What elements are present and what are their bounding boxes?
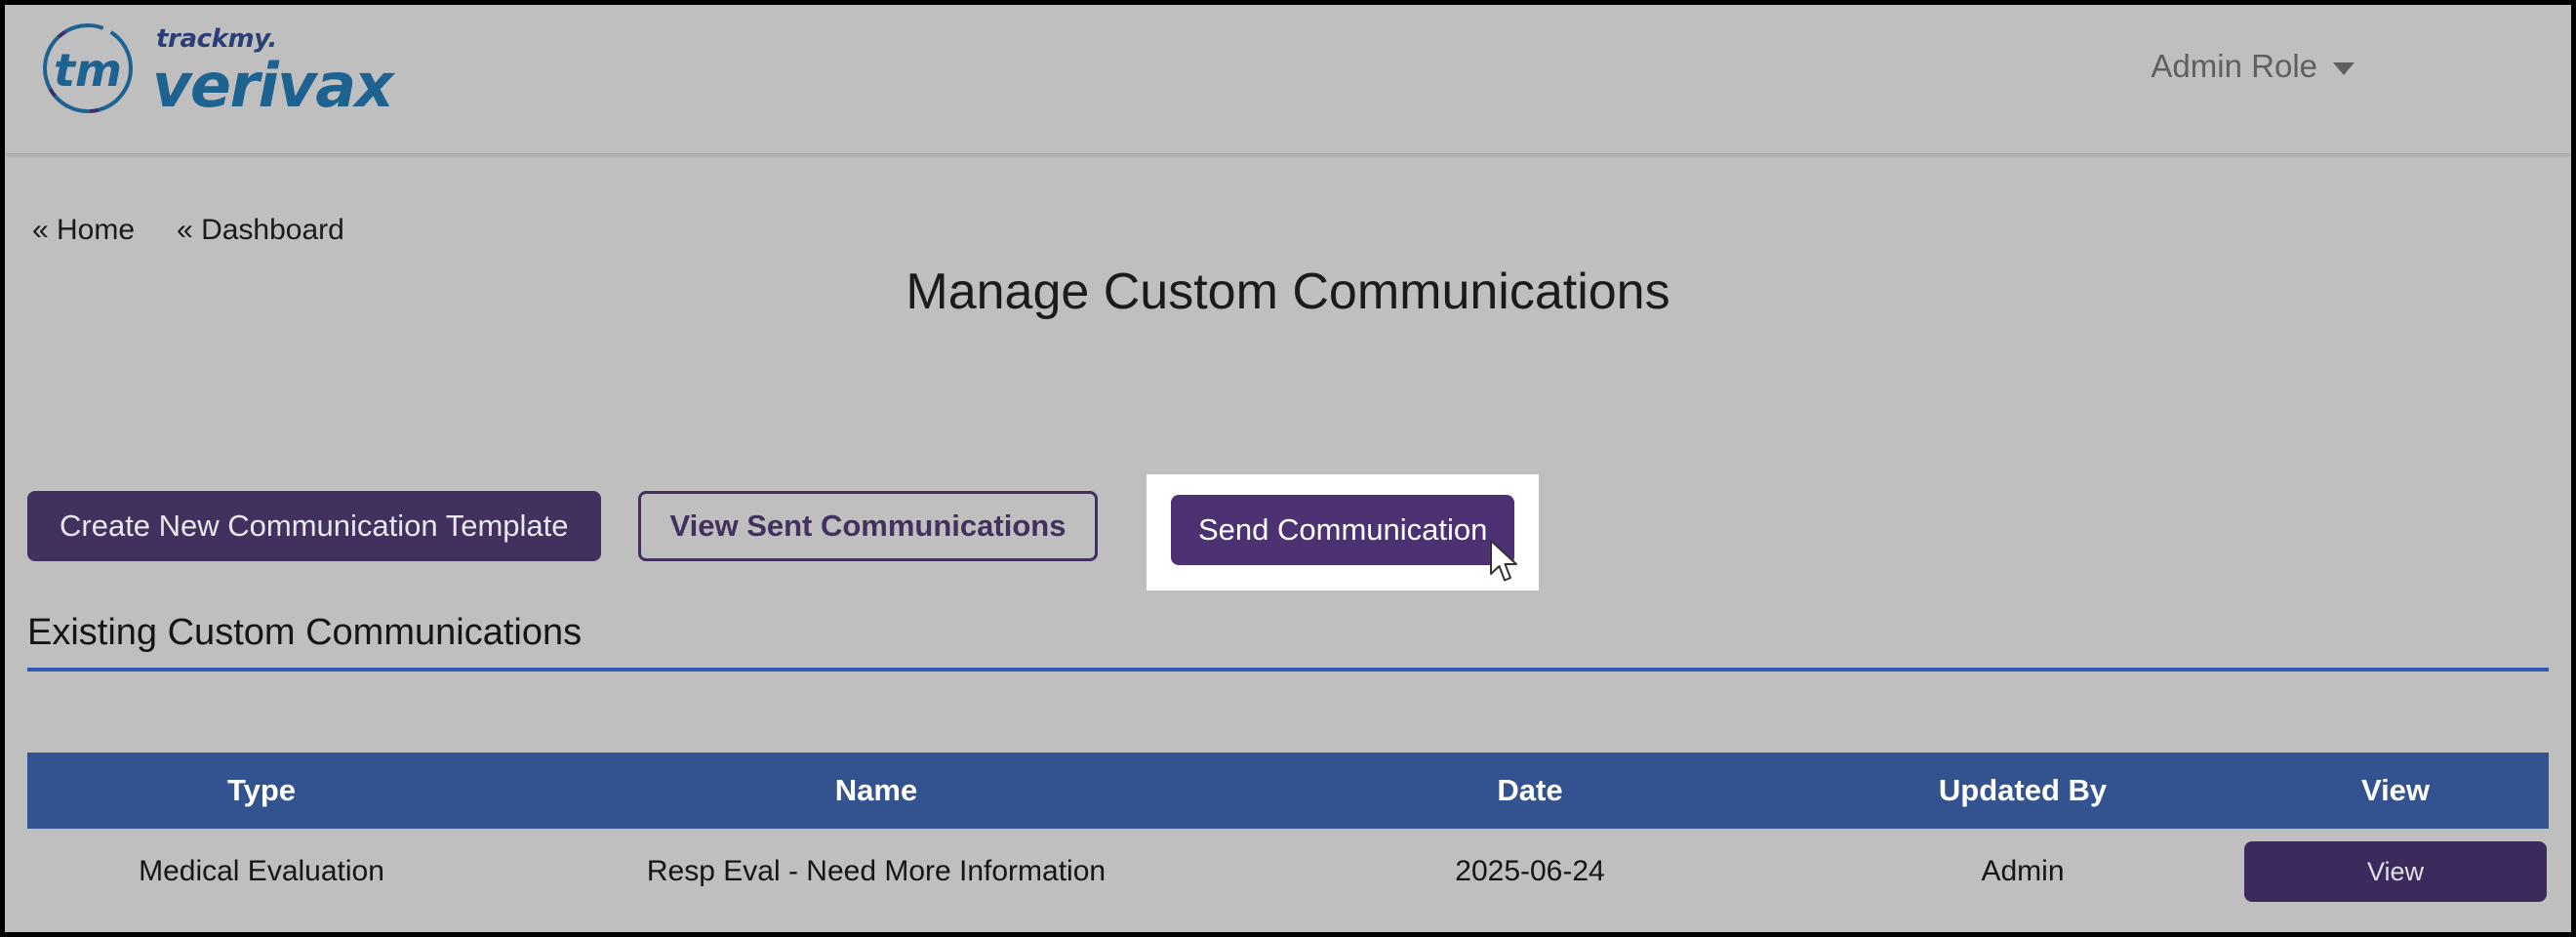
breadcrumb: « Home « Dashboard — [32, 214, 344, 247]
action-button-row: Create New Communication Template View S… — [27, 491, 1099, 561]
column-header-updated-by: Updated By — [1938, 773, 2108, 807]
cell-type: Medical Evaluation — [139, 855, 384, 887]
cell-name: Resp Eval - Need More Information — [646, 855, 1107, 887]
breadcrumb-item-home[interactable]: « Home — [32, 214, 136, 246]
section-divider — [27, 668, 2549, 672]
role-dropdown-label: Admin Role — [2151, 48, 2317, 84]
app-header: tm trackmy. verivax Admin Role — [5, 5, 2571, 153]
cell-view-action: View — [2242, 841, 2549, 902]
column-header-view: View — [2360, 773, 2431, 807]
view-sent-communications-button[interactable]: View Sent Communications — [637, 491, 1099, 561]
brand-wordmark: trackmy. verivax — [152, 24, 394, 122]
page-body: « Home « Dashboard Manage Custom Communi… — [5, 153, 2571, 932]
cell-updated-by: Admin — [1981, 855, 2065, 887]
create-new-communication-template-button[interactable]: Create New Communication Template — [27, 491, 601, 561]
trackmy-circle-logo-icon: tm — [37, 18, 139, 119]
table-header-row: Type Name Date Updated By View — [27, 753, 2549, 829]
cell-date: 2025-06-24 — [1455, 855, 1605, 887]
brand-trackmy-text: trackmy. — [156, 24, 277, 55]
send-communication-highlight: Send Communication — [1147, 474, 1539, 591]
column-header-type: Type — [226, 773, 297, 807]
send-communication-button[interactable]: Send Communication — [1171, 495, 1515, 565]
svg-text:tm: tm — [54, 44, 122, 97]
column-header-name: Name — [834, 773, 918, 807]
app-screen: tm trackmy. verivax Admin Role « Home « … — [5, 5, 2571, 932]
brand-logo[interactable]: tm trackmy. verivax — [37, 18, 394, 122]
role-dropdown[interactable]: Admin Role — [2151, 48, 2355, 85]
page-title: Manage Custom Communications — [906, 264, 1670, 320]
existing-communications-section-header: Existing Custom Communications — [27, 612, 2549, 672]
section-heading: Existing Custom Communications — [27, 612, 583, 653]
table-row: Medical Evaluation Resp Eval - Need More… — [27, 829, 2549, 915]
existing-communications-table: Type Name Date Updated By View Medical E… — [27, 753, 2549, 915]
view-row-button[interactable]: View — [2244, 841, 2547, 902]
breadcrumb-item-dashboard[interactable]: « Dashboard — [177, 214, 344, 246]
chevron-down-icon — [2333, 62, 2355, 75]
brand-verivax-text: verivax — [152, 50, 394, 122]
column-header-date: Date — [1497, 773, 1563, 807]
